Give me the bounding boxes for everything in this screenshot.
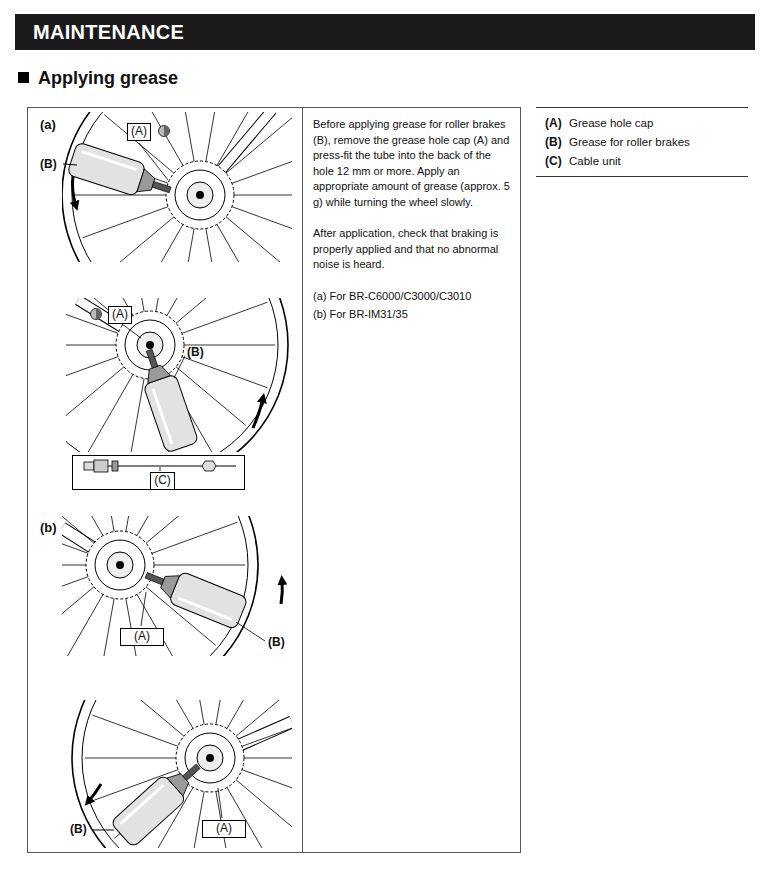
legend-key: (C): [545, 154, 562, 168]
callout-letter: (B): [70, 822, 87, 836]
leader-line: [63, 164, 77, 165]
legend-key: (A): [545, 116, 562, 130]
instruction-text: Before applying grease for roller brakes…: [313, 117, 513, 210]
callout-letter: (A): [112, 307, 128, 322]
callout-box: (A): [120, 628, 164, 646]
figure-label: (b): [40, 520, 57, 536]
header-bar: [15, 14, 755, 50]
leader-line: [236, 622, 265, 641]
grease-cap-icon: [159, 126, 170, 137]
instruction-cell: Before applying grease for roller brakes…: [302, 107, 521, 853]
legend-rule: [536, 107, 748, 108]
instruction-text: After application, check that braking is…: [313, 226, 513, 273]
instruction-text: (b) For BR-IM31/35: [313, 307, 513, 323]
callout-letter: (B): [268, 635, 285, 649]
figure-label: (a): [40, 117, 56, 133]
callout-box: (A): [127, 123, 151, 141]
leader-line: [93, 830, 114, 831]
wheel-figure: [66, 298, 288, 452]
callout-letter: (C): [154, 473, 171, 488]
legend-text: Grease for roller brakes: [569, 136, 690, 150]
leader-line: [139, 143, 168, 180]
grease-cap-icon: [91, 309, 102, 320]
cable-unit-drawing: [84, 460, 236, 472]
callout-letter: (A): [216, 821, 232, 836]
rotation-arrow: [253, 398, 263, 428]
wheel-figure: [62, 516, 258, 656]
callout-letter: (A): [131, 124, 147, 139]
legend-rule: [536, 176, 748, 177]
legend-key: (B): [545, 135, 562, 149]
callout-letter: (B): [40, 157, 57, 171]
section-heading: Applying grease: [38, 68, 178, 90]
wheel-figure: [72, 700, 292, 848]
callout-box: (A): [108, 306, 132, 324]
leader-line: [122, 324, 141, 338]
callout-letter: (B): [187, 345, 204, 359]
wheel-figure: [62, 112, 292, 262]
leader-line: [141, 592, 146, 626]
callout-box: (A): [202, 820, 246, 838]
rotation-arrow: [88, 784, 101, 802]
section-bullet: [18, 72, 29, 83]
legend-text: Grease hole cap: [569, 117, 653, 131]
cable-inset: [73, 456, 245, 490]
rotation-arrow: [281, 580, 282, 604]
legend-text: Cable unit: [569, 155, 621, 169]
leader-line: [174, 356, 185, 378]
callout-letter: (A): [134, 629, 150, 644]
rotation-arrow: [72, 176, 76, 206]
figure-frame: [28, 108, 303, 853]
section-header: MAINTENANCE: [33, 20, 184, 44]
leader-line: [218, 788, 222, 818]
callout-box: (C): [150, 472, 175, 490]
instruction-text: (a) For BR-C6000/C3000/C3010: [313, 289, 513, 305]
